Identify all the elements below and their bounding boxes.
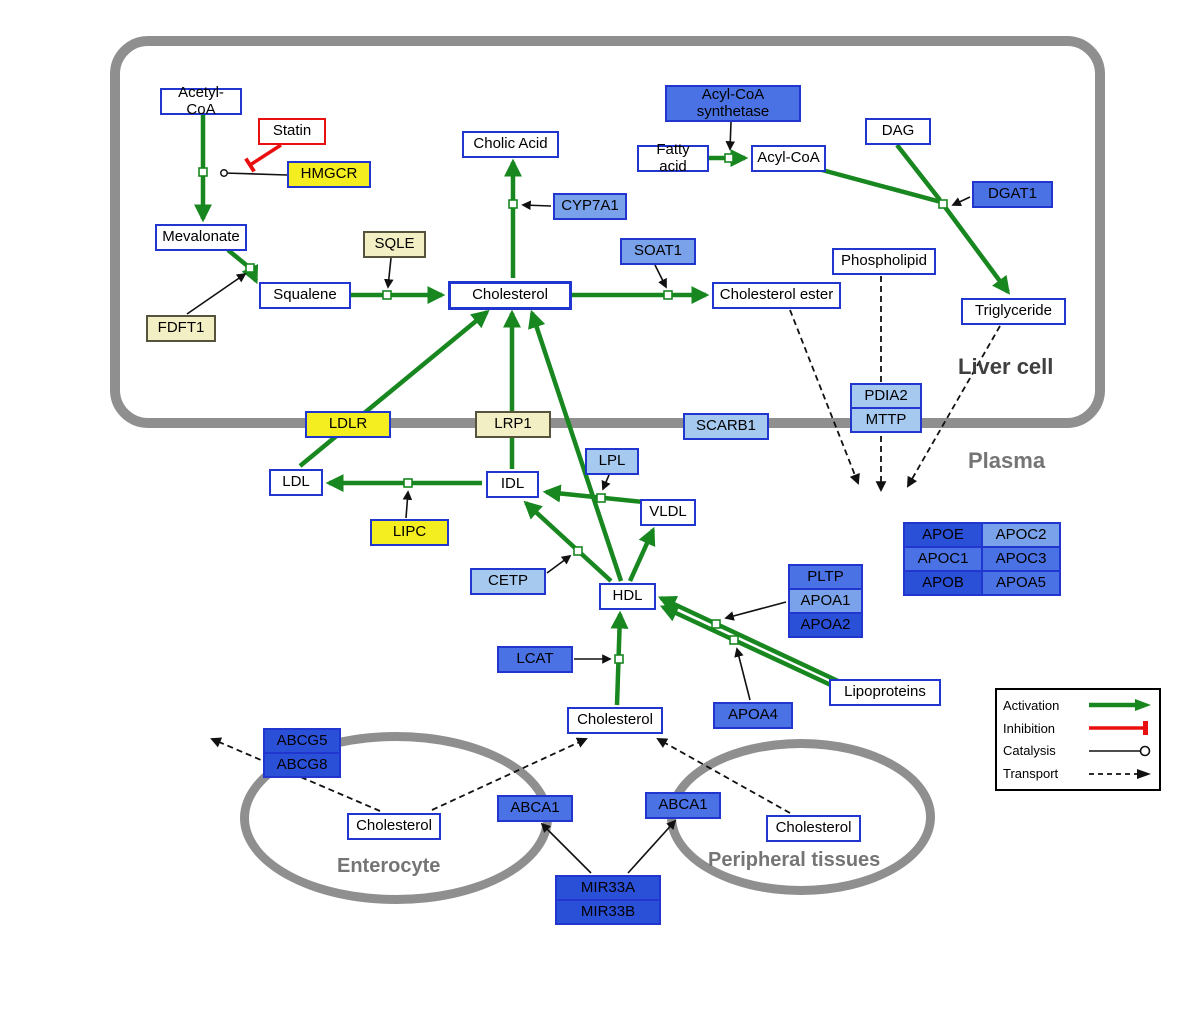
catalysis-circle-icon [1089, 745, 1151, 757]
node-apoa4[interactable]: APOA4 [713, 702, 793, 729]
node-lrp1[interactable]: LRP1 [475, 411, 551, 438]
node-ldl[interactable]: LDL [269, 469, 323, 496]
node-lipoproteins[interactable]: Lipoproteins [829, 679, 941, 706]
node-pltp[interactable]: PLTP [788, 564, 863, 590]
node-apoa5[interactable]: APOA5 [981, 570, 1061, 596]
node-mir33a[interactable]: MIR33A [555, 875, 661, 901]
node-mir33b[interactable]: MIR33B [555, 899, 661, 925]
node-mevalonate[interactable]: Mevalonate [155, 224, 247, 251]
node-sqle[interactable]: SQLE [363, 231, 426, 258]
node-cholesterol-enterocyte[interactable]: Cholesterol [347, 813, 441, 840]
node-cholesterol-peripheral[interactable]: Cholesterol [766, 815, 861, 842]
node-acetyl-coa[interactable]: Acetyl-CoA [160, 85, 242, 117]
node-abca1-enterocyte[interactable]: ABCA1 [497, 795, 573, 822]
node-apoc3[interactable]: APOC3 [981, 546, 1061, 572]
node-dgat1[interactable]: DGAT1 [972, 181, 1053, 208]
node-acyl-coa[interactable]: Acyl-CoA [751, 145, 826, 172]
liver-cell-membrane [110, 36, 1105, 428]
legend-row-catalysis: Catalysis [1003, 741, 1153, 761]
node-pdia2[interactable]: PDIA2 [850, 383, 922, 409]
node-apoa2[interactable]: APOA2 [788, 612, 863, 638]
node-cholic-acid[interactable]: Cholic Acid [462, 131, 559, 158]
node-cholesterol-liver[interactable]: Cholesterol [448, 281, 572, 310]
node-statin[interactable]: Statin [258, 118, 326, 145]
node-fdft1[interactable]: FDFT1 [146, 315, 216, 342]
node-apoc2[interactable]: APOC2 [981, 522, 1061, 548]
node-abcg5[interactable]: ABCG5 [263, 728, 341, 754]
node-cholesterol-ester[interactable]: Cholesterol ester [712, 282, 841, 309]
legend-inhibition-label: Inhibition [1003, 720, 1056, 736]
node-apoa1[interactable]: APOA1 [788, 588, 863, 614]
legend-row-activation: Activation [1003, 695, 1153, 715]
node-lcat[interactable]: LCAT [497, 646, 573, 673]
node-cyp7a1[interactable]: CYP7A1 [553, 193, 627, 220]
node-abca1-peripheral[interactable]: ABCA1 [645, 792, 721, 819]
node-hdl[interactable]: HDL [599, 583, 656, 610]
liver-cell-label: Liver cell [958, 354, 1054, 379]
node-cholesterol-plasma[interactable]: Cholesterol [567, 707, 663, 734]
node-hmgcr[interactable]: HMGCR [287, 161, 371, 188]
node-apoc1[interactable]: APOC1 [903, 546, 983, 572]
legend-activation-label: Activation [1003, 697, 1060, 713]
legend-row-transport: Transport [1003, 764, 1153, 784]
legend-row-inhibition: Inhibition [1003, 718, 1153, 738]
enterocyte-label: Enterocyte [337, 855, 441, 877]
node-apob[interactable]: APOB [903, 570, 983, 596]
node-ldlr[interactable]: LDLR [305, 411, 391, 438]
node-squalene[interactable]: Squalene [259, 282, 351, 309]
legend-transport-label: Transport [1003, 766, 1059, 782]
node-soat1[interactable]: SOAT1 [620, 238, 696, 265]
node-idl[interactable]: IDL [486, 471, 539, 498]
node-abcg8[interactable]: ABCG8 [263, 752, 341, 778]
node-acyl-coa-synthetase[interactable]: Acyl-CoA synthetase [665, 85, 801, 122]
inhibition-tbar-icon [1089, 721, 1148, 736]
node-dag[interactable]: DAG [865, 118, 931, 145]
node-cetp[interactable]: CETP [470, 568, 546, 595]
node-lpl[interactable]: LPL [585, 448, 639, 475]
node-triglyceride[interactable]: Triglyceride [961, 298, 1066, 325]
node-apoe[interactable]: APOE [903, 522, 983, 548]
node-lipc[interactable]: LIPC [370, 519, 449, 546]
plasma-label: Plasma [968, 448, 1046, 473]
legend: Activation Inhibition Catalysis Transpor… [995, 688, 1161, 791]
node-vldl[interactable]: VLDL [640, 499, 696, 526]
node-fatty-acid[interactable]: Fatty acid [637, 142, 709, 174]
node-scarb1[interactable]: SCARB1 [683, 413, 769, 440]
legend-catalysis-label: Catalysis [1003, 743, 1056, 759]
transport-dashed-arrow-icon [1089, 768, 1151, 779]
node-mttp[interactable]: MTTP [850, 407, 922, 433]
activation-arrow-icon [1089, 699, 1151, 712]
peripheral-tissues-label: Peripheral tissues [708, 849, 881, 871]
node-phospholipid[interactable]: Phospholipid [832, 248, 936, 275]
